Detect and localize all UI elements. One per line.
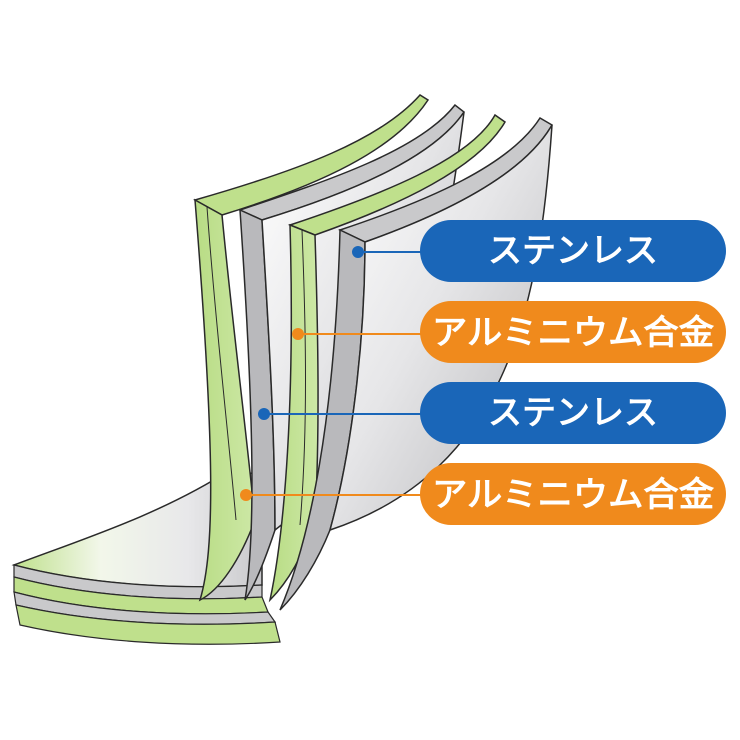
label-text-3: ステンレス bbox=[488, 393, 658, 433]
label-pill-stainless bbox=[420, 220, 726, 282]
base-layer-4 bbox=[15, 604, 281, 645]
label-text-1: ステンレス bbox=[488, 231, 658, 271]
layer-label-1: ステンレス bbox=[420, 220, 726, 282]
label-text-2: アルミニウム合金 bbox=[432, 313, 715, 353]
connector-dot-1 bbox=[352, 246, 364, 258]
connector-dot-3 bbox=[258, 408, 270, 420]
connector-dot-2 bbox=[292, 328, 304, 340]
sheet-aluminum-inner bbox=[268, 113, 506, 603]
label-pill-aluminum bbox=[420, 301, 726, 363]
label-pill-aluminum bbox=[420, 463, 726, 525]
label-pill-stainless bbox=[420, 382, 726, 444]
label-text-4: アルミニウム合金 bbox=[432, 475, 715, 515]
connector-dot-4 bbox=[240, 489, 252, 501]
sheet-aluminum-outer bbox=[193, 94, 430, 602]
layer-label-3: ステンレス bbox=[420, 382, 726, 444]
layer-label-2: アルミニウム合金 bbox=[420, 301, 726, 363]
callout-connectors bbox=[240, 246, 422, 501]
layer-label-4: アルミニウム合金 bbox=[420, 463, 726, 525]
pan-base bbox=[11, 469, 281, 645]
